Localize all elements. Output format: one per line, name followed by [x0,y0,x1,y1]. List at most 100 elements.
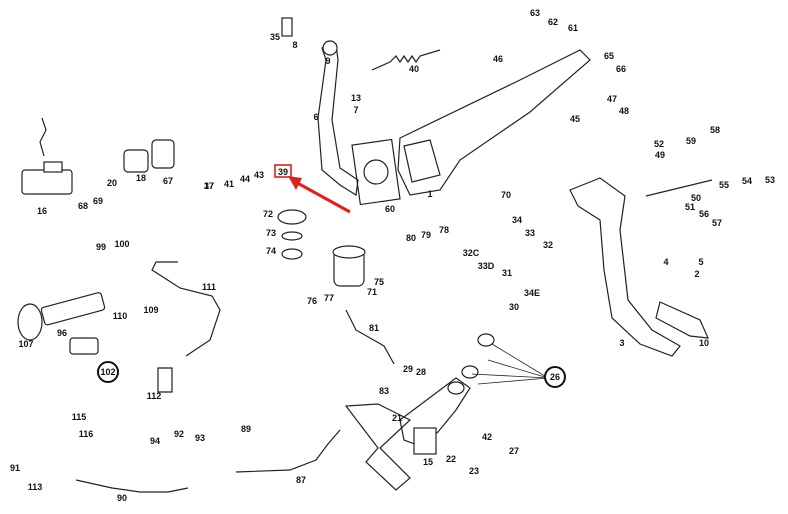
part-label-20: 20 [107,178,117,188]
label-text: 91 [10,463,20,473]
part-label-52: 52 [654,139,664,149]
label-text: 89 [241,424,251,434]
part-label-31: 31 [502,268,512,278]
part-label-1: 1 [427,189,432,199]
label-text: 7 [353,105,358,115]
label-text: 60 [385,204,395,214]
label-text: 71 [367,287,377,297]
label-text: 116 [79,429,94,439]
label-text: 3 [619,338,624,348]
part-label-83: 83 [379,386,389,396]
part-label-8: 8 [292,40,297,50]
part-label-79: 79 [421,230,431,240]
part-label-68: 68 [78,201,88,211]
part-label-75: 75 [374,277,384,287]
part-label-47: 47 [607,94,617,104]
label-text: 51 [685,202,695,212]
part-label-56: 56 [699,209,709,219]
part-label-23: 23 [469,466,479,476]
label-text: 66 [616,64,626,74]
part-label-90: 90 [117,493,127,503]
label-text: 39 [278,167,288,177]
label-text: 37 [204,181,214,191]
label-text: 78 [439,225,449,235]
part-label-22: 22 [446,454,456,464]
part-label-92: 92 [174,429,184,439]
part-label-65: 65 [604,51,614,61]
label-text: 69 [93,196,103,206]
part-label-110: 110 [113,311,128,321]
label-text: 47 [607,94,617,104]
part-label-109: 109 [143,305,158,315]
part-label-58: 58 [710,125,720,135]
part-label-32C: 32C [463,248,480,258]
part-label-55: 55 [719,180,729,190]
part-label-99: 99 [96,242,106,252]
part-label-9: 9 [325,56,330,66]
label-text: 81 [369,323,379,333]
label-text: 53 [765,175,775,185]
label-text: 6 [313,112,318,122]
part-label-96: 96 [57,328,67,338]
label-text: 18 [136,173,146,183]
label-text: 70 [501,190,511,200]
label-text: 55 [719,180,729,190]
label-text: 34 [512,215,522,225]
label-text: 102 [100,367,115,377]
label-text: 32 [543,240,553,250]
label-text: 27 [509,446,519,456]
highlight-arrow [288,176,351,214]
label-text: 15 [423,457,433,467]
label-text: 92 [174,429,184,439]
label-text: 107 [18,339,33,349]
label-text: 26 [550,372,560,382]
label-text: 13 [351,93,361,103]
part-label-49: 49 [655,150,665,160]
part-label-33D: 33D [478,261,495,271]
label-text: 43 [254,170,264,180]
part-label-16: 16 [37,206,47,216]
part-label-74: 74 [266,246,276,256]
part-label-43: 43 [254,170,264,180]
part-label-17: 17 [204,181,214,191]
label-text: 2 [694,269,699,279]
part-label-73: 73 [266,228,276,238]
label-text: 4 [663,257,668,267]
label-text: 68 [78,201,88,211]
part-label-113: 113 [28,482,43,492]
label-text: 80 [406,233,416,243]
part-label-45: 45 [570,114,580,124]
part-label-3: 3 [619,338,624,348]
label-text: 79 [421,230,431,240]
part-label-87: 87 [296,475,306,485]
part-label-4: 4 [663,257,668,267]
diagram-linework [17,17,713,493]
label-text: 109 [143,305,158,315]
label-text: 65 [604,51,614,61]
part-label-94: 94 [150,436,160,446]
part-label-13: 13 [351,93,361,103]
part-label-62: 62 [548,17,558,27]
label-text: 17 [204,181,214,191]
label-text: 49 [655,150,665,160]
label-text: 112 [147,391,162,401]
part-label-63: 63 [530,8,540,18]
part-label-35: 35 [270,32,280,42]
label-text: 67 [163,176,173,186]
label-text: 16 [37,206,47,216]
label-text: 48 [619,106,629,116]
part-label-66: 66 [616,64,626,74]
part-label-111: 111 [202,282,216,292]
label-text: 23 [469,466,479,476]
part-label-34: 34 [512,215,522,225]
label-text: 100 [114,239,129,249]
label-text: 111 [202,282,216,292]
part-label-41: 41 [224,179,234,189]
part-label-115: 115 [72,412,87,422]
label-text: 45 [570,114,580,124]
label-circle [97,361,119,383]
part-label-51: 51 [685,202,695,212]
label-text: 50 [691,193,701,203]
part-label-116: 116 [79,429,94,439]
